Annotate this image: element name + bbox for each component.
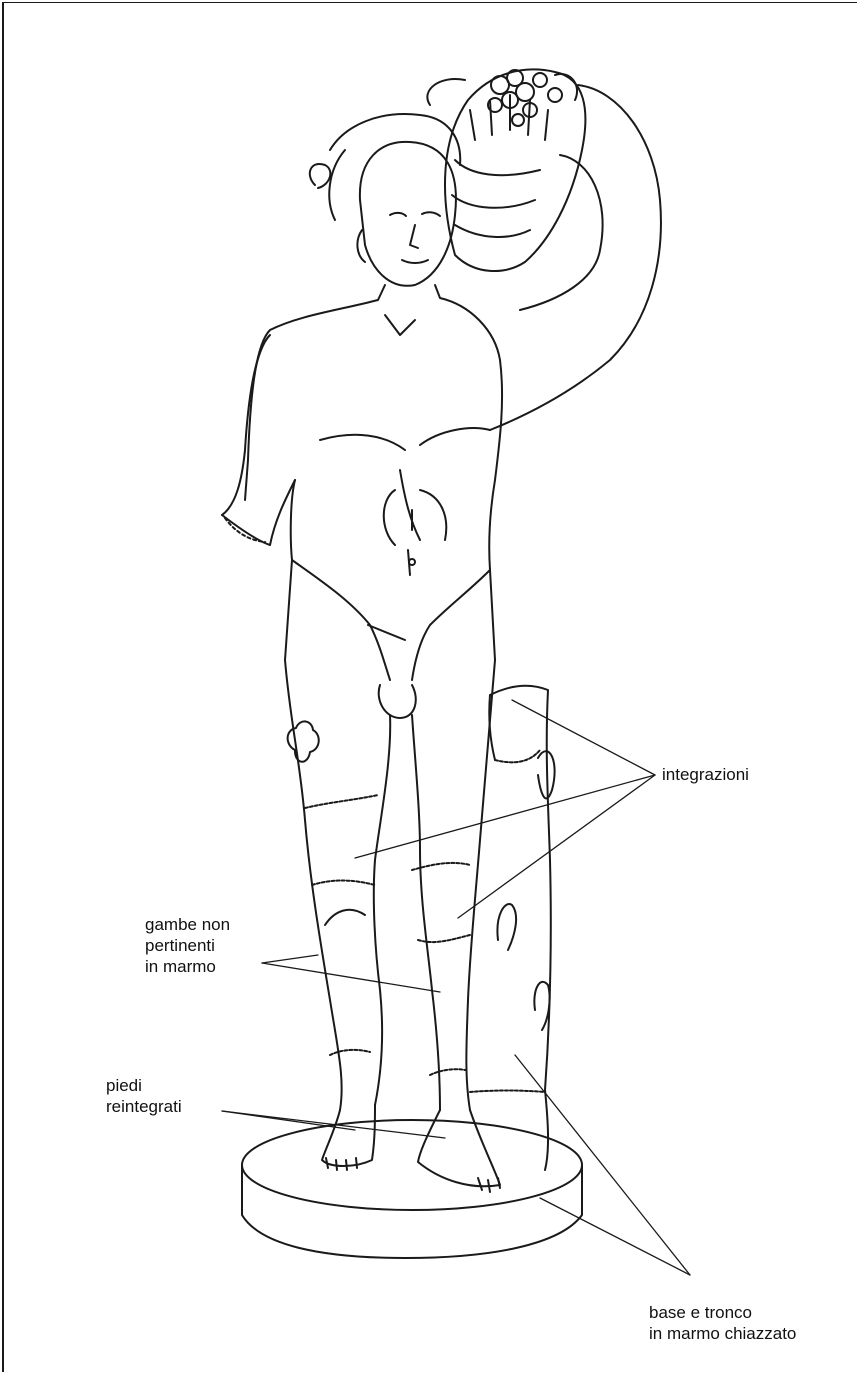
feet bbox=[322, 1105, 500, 1192]
label-base-line-1: base e tronco bbox=[649, 1302, 796, 1323]
leader-base-2 bbox=[540, 1198, 690, 1275]
legs bbox=[285, 660, 495, 1110]
broken-arm bbox=[222, 335, 295, 545]
leader-piedi-2 bbox=[222, 1111, 445, 1138]
label-gambe-line-1: gambe non bbox=[145, 914, 230, 935]
label-piedi-line-1: piedi bbox=[106, 1075, 182, 1096]
label-piedi-line-2: reintegrati bbox=[106, 1096, 182, 1117]
label-base: base e tronco in marmo chiazzato bbox=[649, 1302, 796, 1344]
label-gambe: gambe non pertinenti in marmo bbox=[145, 914, 230, 977]
label-integrazioni-text: integrazioni bbox=[662, 765, 749, 784]
torso bbox=[245, 285, 502, 575]
plinth bbox=[242, 1120, 582, 1258]
tree-trunk bbox=[470, 686, 555, 1170]
raised-arm bbox=[490, 85, 661, 430]
leader-gambe-2 bbox=[262, 963, 440, 992]
leader-integrazioni-2 bbox=[355, 775, 655, 858]
leader-integrazioni-1 bbox=[512, 700, 655, 775]
leader-gambe-1 bbox=[262, 955, 318, 963]
pelvis bbox=[285, 480, 495, 718]
label-base-line-2: in marmo chiazzato bbox=[649, 1323, 796, 1344]
leader-lines bbox=[222, 700, 690, 1275]
label-gambe-line-2: pertinenti bbox=[145, 935, 230, 956]
label-integrazioni: integrazioni bbox=[662, 764, 749, 785]
label-piedi: piedi reintegrati bbox=[106, 1075, 182, 1117]
leader-integrazioni-3 bbox=[458, 775, 655, 918]
label-gambe-line-3: in marmo bbox=[145, 956, 230, 977]
head bbox=[310, 114, 460, 286]
